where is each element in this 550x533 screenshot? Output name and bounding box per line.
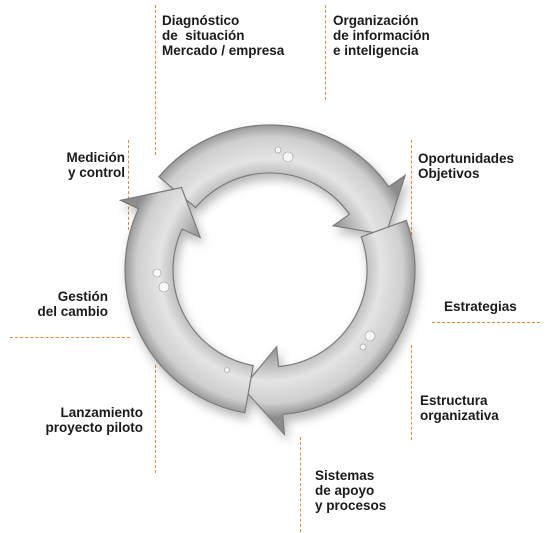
- divider-right-middle: [432, 322, 540, 323]
- arrow-right: [242, 219, 416, 437]
- divider-right-upper: [411, 140, 412, 235]
- label-organizacion: Organización de información e inteligenc…: [333, 13, 430, 58]
- label-sistemas: Sistemas de apoyo y procesos: [315, 468, 387, 513]
- droplet-2: [152, 268, 162, 278]
- divider-bottom: [300, 437, 301, 532]
- divider-top-right: [325, 5, 326, 100]
- label-lanzamiento: Lanzamiento proyecto piloto: [45, 405, 144, 435]
- droplet-0: [282, 151, 294, 163]
- droplet-3: [158, 281, 170, 293]
- label-estructura: Estructura organizativa: [420, 393, 499, 423]
- divider-left-upper: [128, 140, 129, 230]
- arrow-left: [118, 186, 254, 414]
- droplet-4: [364, 330, 376, 342]
- droplet-6: [224, 367, 230, 373]
- arrow-top: [158, 124, 407, 236]
- divider-left-middle: [10, 337, 130, 338]
- droplet-5: [359, 343, 367, 351]
- divider-top-left: [155, 5, 156, 155]
- label-diagnostico: Diagnóstico de situación Mercado / empre…: [162, 13, 285, 58]
- label-medicion: Medición y control: [66, 150, 125, 180]
- label-estrategias: Estrategias: [444, 299, 517, 314]
- divider-left-lower: [155, 365, 156, 473]
- label-gestion: Gestión del cambio: [37, 289, 108, 319]
- droplet-1: [274, 146, 282, 154]
- divider-right-lower: [411, 345, 412, 440]
- label-oportunidades: Oportunidades Objetivos: [418, 151, 515, 181]
